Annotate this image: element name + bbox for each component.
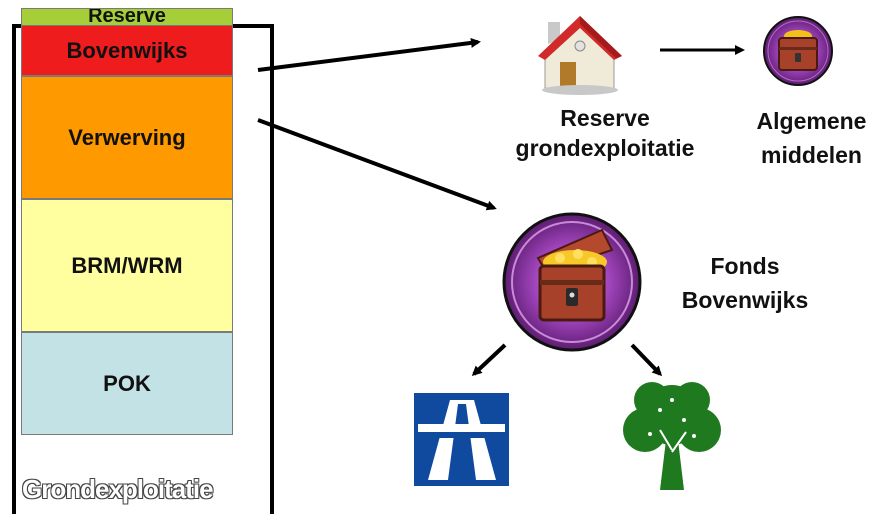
segment-brm-wrm: BRM/WRM: [21, 199, 233, 332]
segment-verwerving: Verwerving: [21, 76, 233, 199]
stack-caption: Grondexploitatie: [22, 474, 214, 504]
house-icon: [538, 16, 622, 95]
arrow-to-fonds: [257, 118, 497, 211]
label-algemene-middelen: Algemene middelen: [736, 104, 887, 172]
label-algemene-line1: Algemene: [756, 108, 867, 134]
label-algemene-line2: middelen: [761, 142, 862, 168]
label-reserve-line1: Reserve: [560, 105, 650, 131]
treasure-chest-icon-small: [763, 16, 833, 86]
arrow-to-highway: [471, 343, 507, 377]
label-fonds-line1: Fonds: [710, 253, 780, 279]
label-fonds-bovenwijks: Fonds Bovenwijks: [660, 249, 830, 317]
label-reserve-grondexploitatie: Reserve grondexploitatie: [490, 103, 720, 163]
segment-bovenwijks: Bovenwijks: [21, 25, 233, 76]
segment-pok: POK: [21, 332, 233, 435]
tree-icon: [623, 382, 721, 490]
arrows: [257, 37, 745, 377]
label-reserve-line2: grondexploitatie: [515, 135, 695, 161]
highway-sign-icon: [414, 393, 509, 486]
treasure-chest-icon-large: [502, 212, 642, 352]
arrow-to-reserve: [257, 37, 481, 72]
label-fonds-line2: Bovenwijks: [681, 287, 809, 313]
arrow-to-tree: [630, 343, 663, 377]
